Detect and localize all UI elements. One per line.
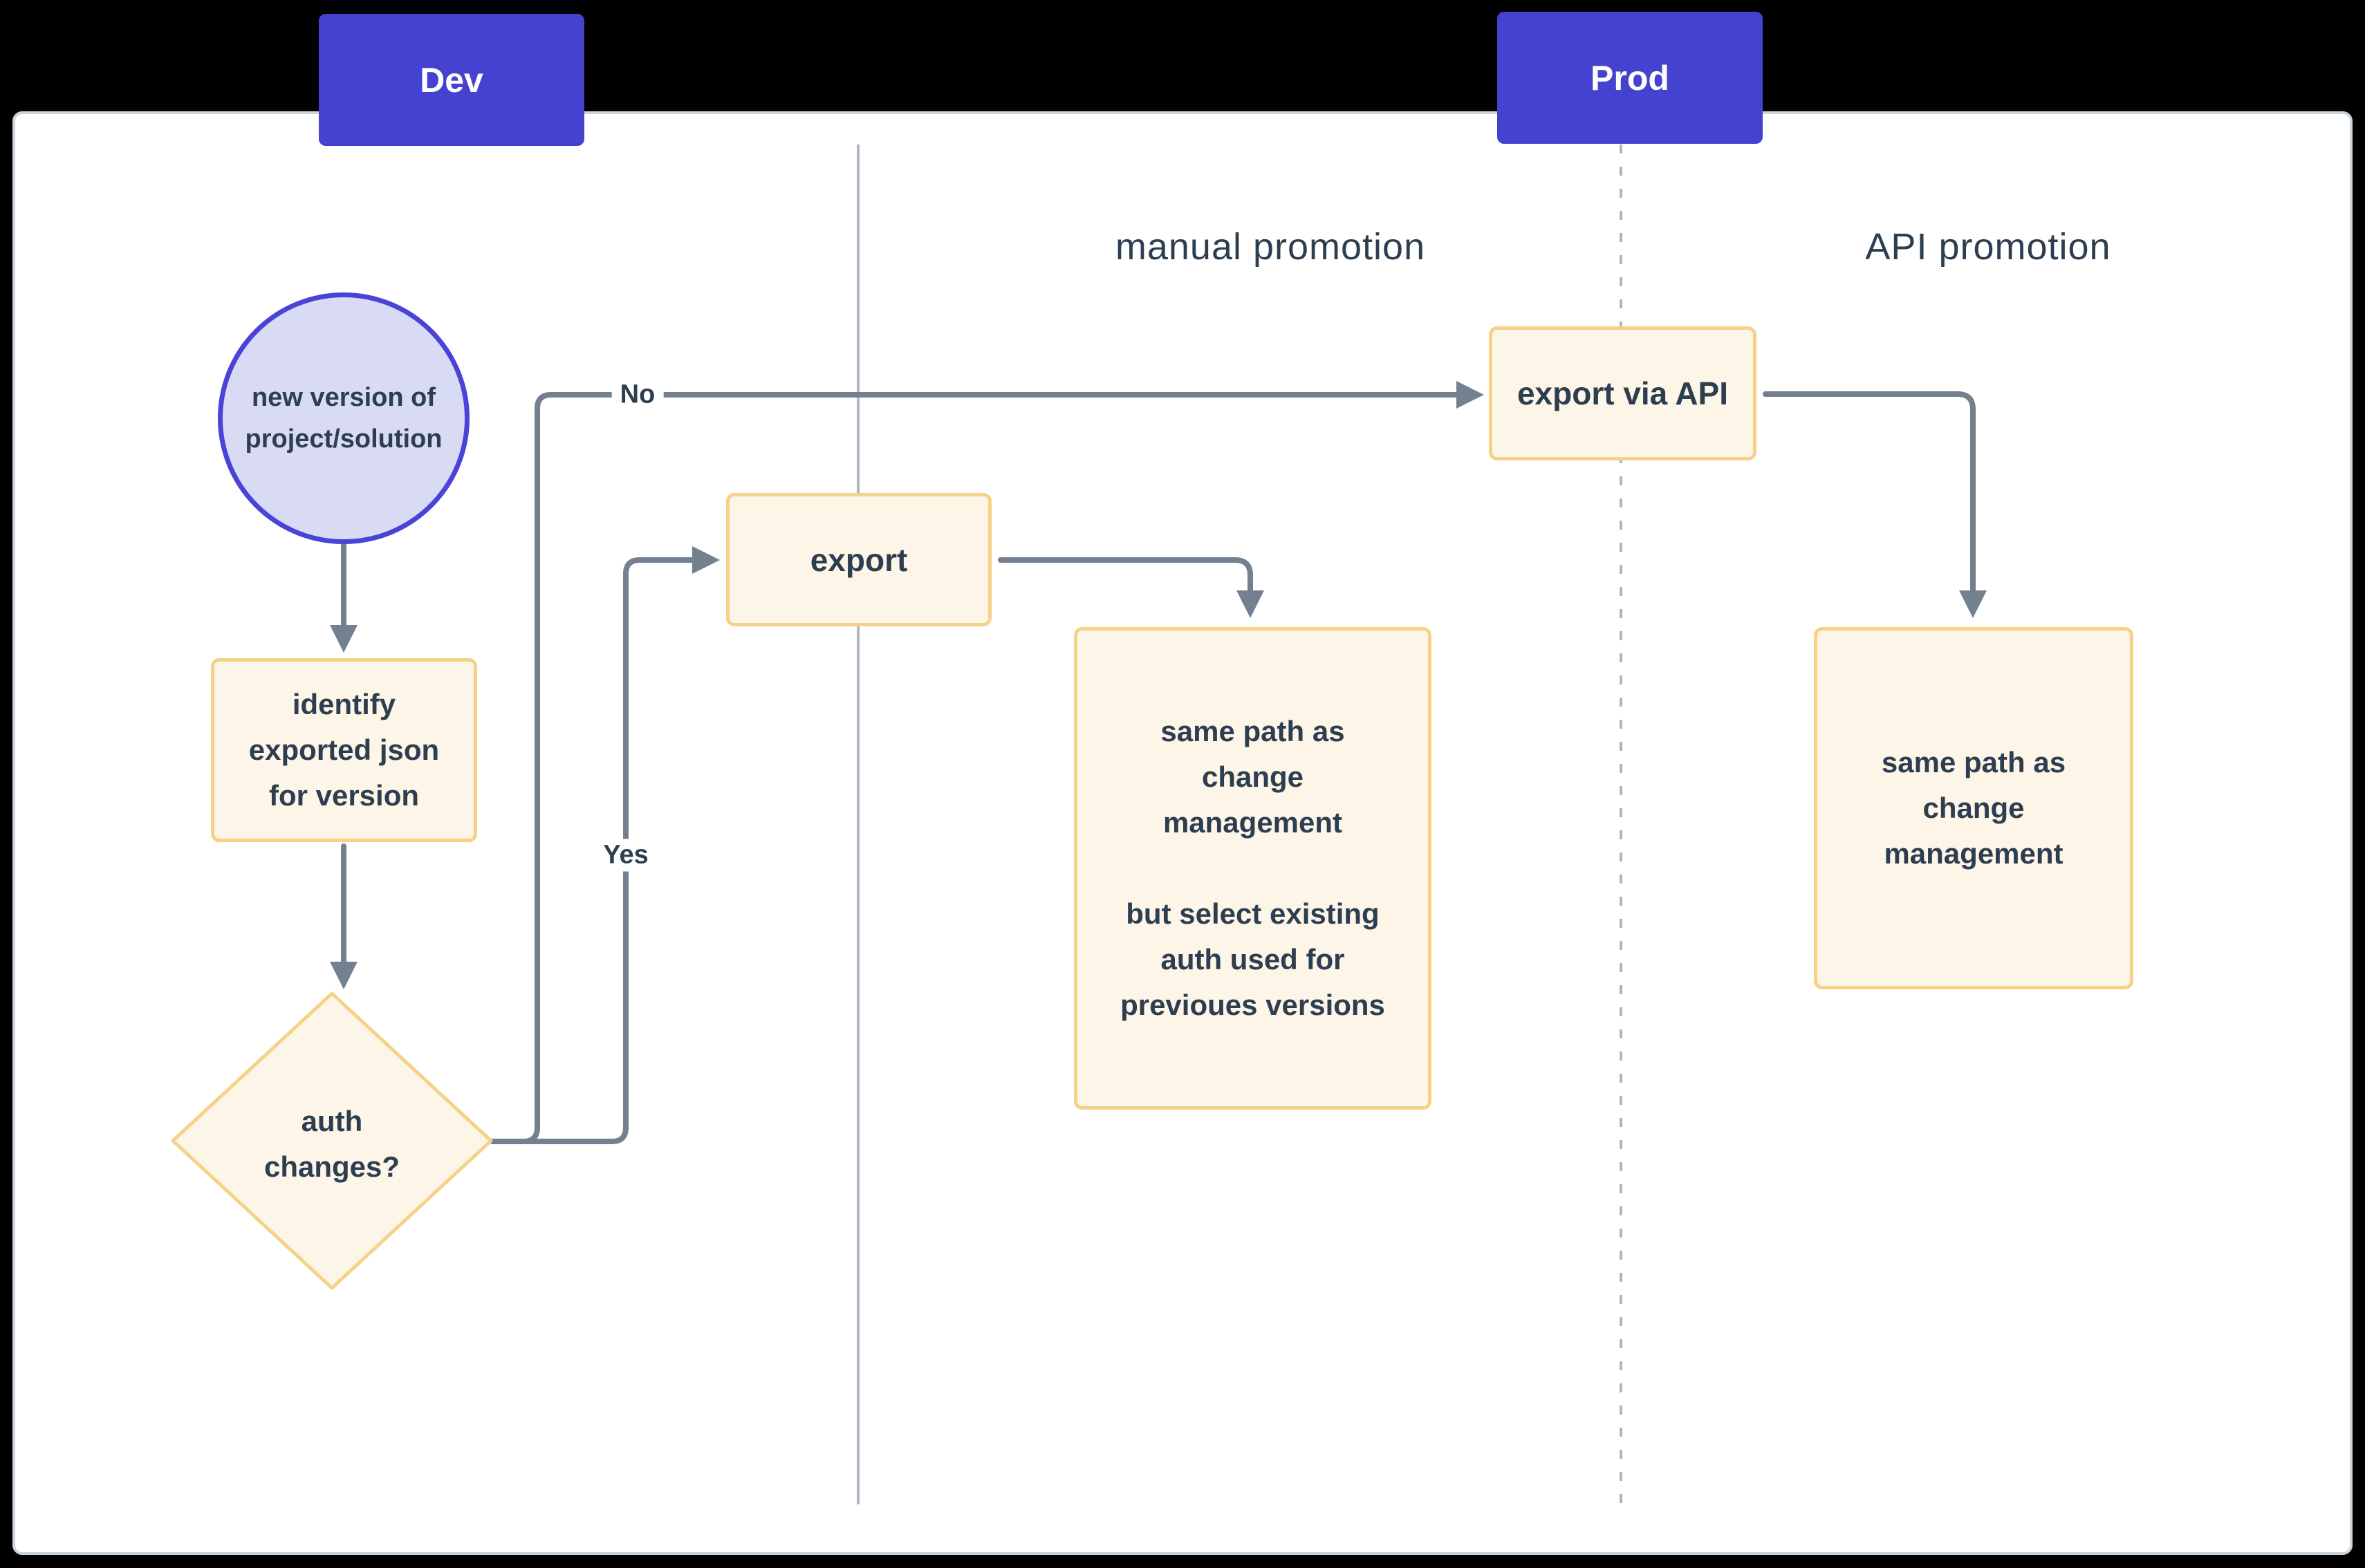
edge-label-no: No [611, 378, 664, 411]
edge-label-yes: Yes [595, 839, 657, 872]
export-via-api-label: export via API [1517, 375, 1729, 411]
lane-title-api-promotion: API promotion [1865, 226, 2111, 268]
lane-title-manual-promotion: manual promotion [1115, 226, 1426, 268]
tab-prod-label: Prod [1590, 58, 1669, 97]
tab-prod: Prod [1497, 12, 1763, 144]
lane-separator-dashed [1620, 144, 1622, 1504]
export-via-api-node: export via API [1489, 326, 1756, 460]
tab-dev: Dev [319, 14, 584, 146]
export-node: export [726, 493, 992, 626]
tab-dev-label: Dev [420, 60, 483, 100]
lane-separator-solid [857, 144, 860, 1504]
export-label: export [810, 541, 908, 578]
